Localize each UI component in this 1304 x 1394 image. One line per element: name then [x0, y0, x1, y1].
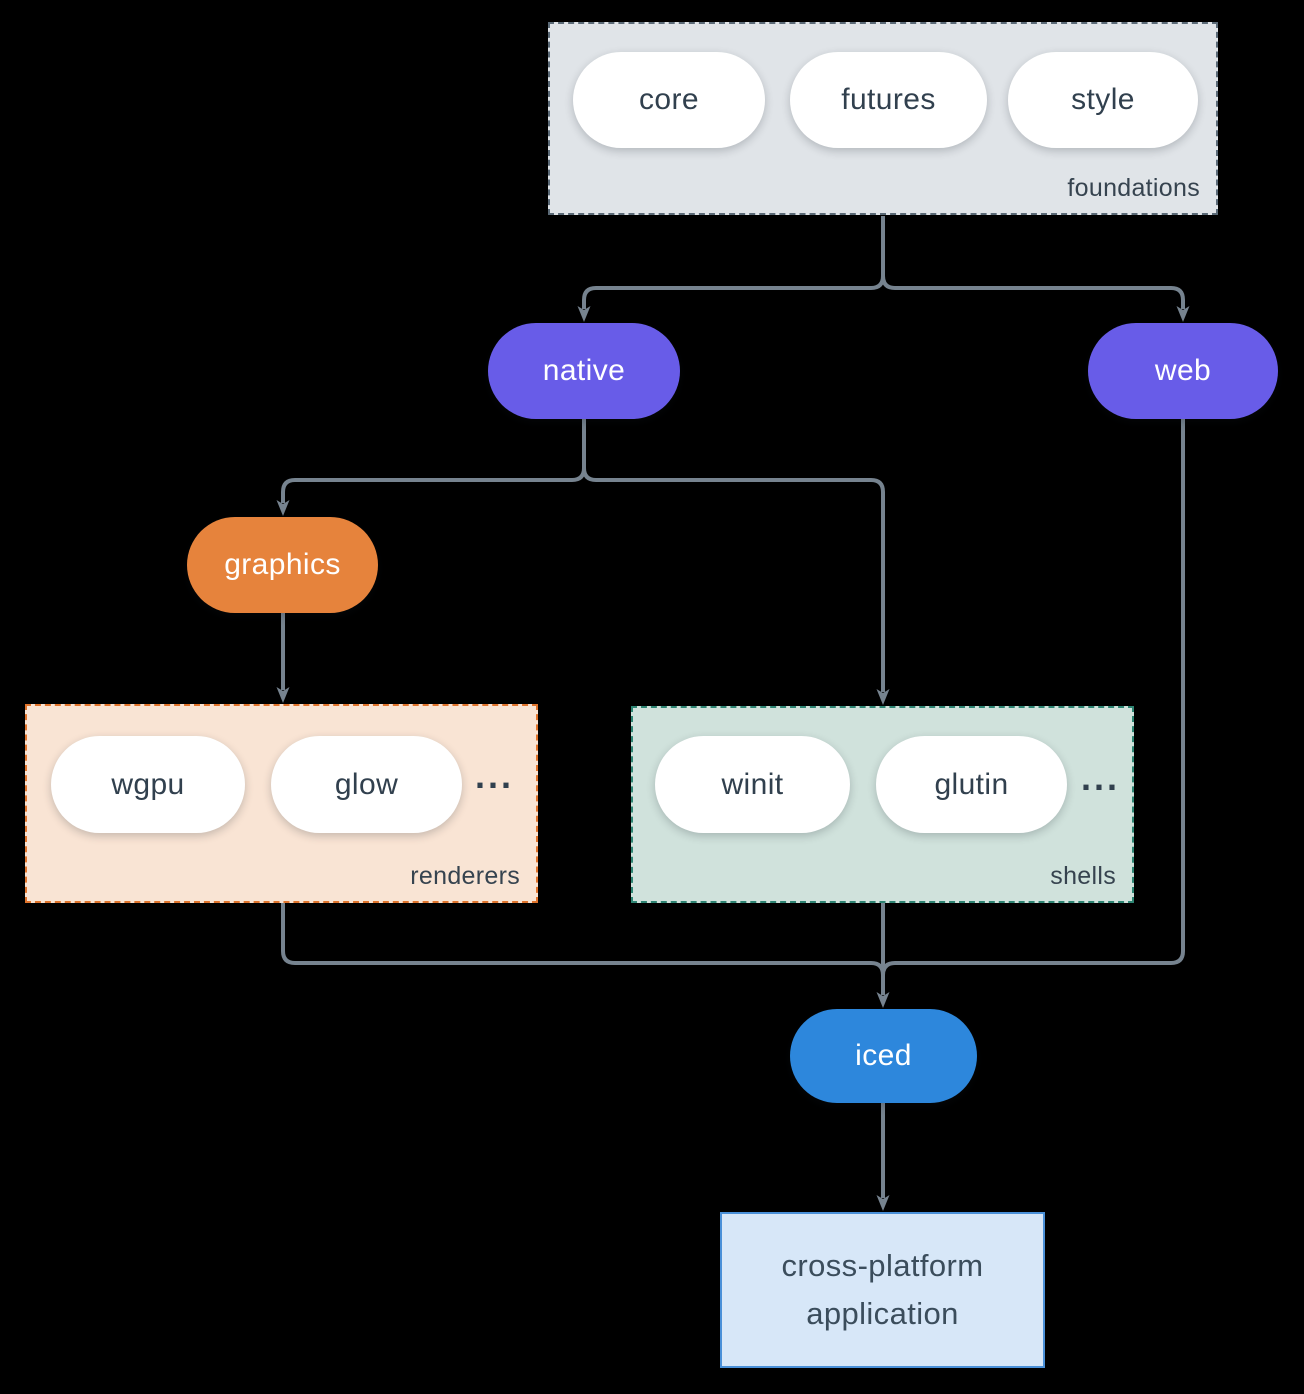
node-style: style [1008, 52, 1198, 148]
node-web: web [1088, 323, 1278, 419]
renderers-group: wgpu glow ... renderers [25, 704, 538, 903]
edge-renderers-iced [281, 903, 885, 980]
shells-ellipsis: ... [1081, 757, 1121, 798]
edge-native-graphics [276, 419, 586, 516]
node-glow: glow [271, 736, 462, 833]
edge-foundations-native [577, 216, 885, 322]
application-label-line2: application [806, 1296, 959, 1331]
application-label-line1: cross-platform [781, 1247, 984, 1283]
renderers-group-label: renderers [410, 862, 520, 890]
renderers-ellipsis: ... [475, 755, 515, 796]
edge-foundations-web [881, 216, 1190, 322]
node-iced: iced [790, 1009, 977, 1103]
node-wgpu: wgpu [51, 736, 245, 833]
node-cross-platform-application: cross-platform application [720, 1212, 1045, 1368]
foundations-group: core futures style foundations [548, 22, 1218, 215]
node-core: core [573, 52, 765, 148]
shells-group: winit glutin ... shells [631, 706, 1134, 903]
foundations-group-label: foundations [1067, 174, 1200, 202]
node-graphics: graphics [187, 517, 378, 613]
edge-native-shells [582, 419, 890, 705]
node-glutin: glutin [876, 736, 1067, 833]
node-futures: futures [790, 52, 987, 148]
shells-group-label: shells [1050, 862, 1116, 890]
node-winit: winit [655, 736, 850, 833]
node-native: native [488, 323, 680, 419]
